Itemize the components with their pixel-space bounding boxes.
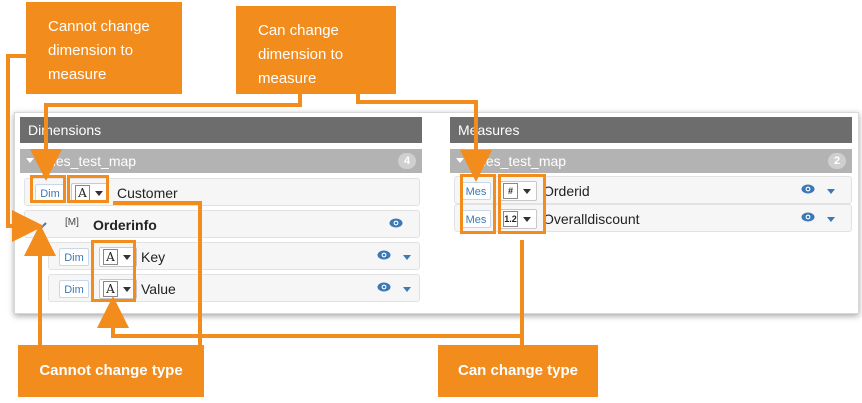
highlight-type-customer [67, 175, 109, 203]
dropdown-caret-icon [123, 287, 131, 292]
dim-badge[interactable]: Dim [59, 248, 89, 266]
eye-icon[interactable] [389, 218, 403, 228]
eye-icon[interactable] [377, 250, 391, 260]
callout-cannot-change-dimension: Cannot change dimension to measure [26, 2, 182, 94]
field-label: Overalldiscount [543, 211, 640, 227]
row-menu-caret-icon[interactable] [403, 287, 411, 292]
callout-line: measure [258, 70, 317, 87]
map-type-icon: [M] [65, 217, 79, 228]
row-menu-caret-icon[interactable] [403, 255, 411, 260]
eye-icon[interactable] [801, 212, 815, 222]
field-label: Key [141, 249, 166, 265]
dropdown-caret-icon [523, 189, 531, 194]
decimal-type-icon: 1.2 [503, 211, 518, 227]
field-label: Orderinfo [93, 217, 157, 233]
dropdown-caret-icon [523, 217, 531, 222]
field-label: Orderid [543, 183, 590, 199]
measure-row-orderid[interactable]: Mes # Orderid [454, 176, 852, 204]
measures-group-row[interactable]: sales_test_map 2 [450, 149, 852, 173]
row-menu-caret-icon[interactable] [827, 217, 835, 222]
dimensions-group-row[interactable]: sales_test_map 4 [20, 149, 422, 173]
measure-row-overalldiscount[interactable]: Mes 1.2 Overalldiscount [454, 204, 852, 232]
row-menu-caret-icon[interactable] [827, 189, 835, 194]
number-type-icon: # [503, 183, 518, 199]
callout-can-change-dimension: Can change dimension to measure [236, 6, 396, 94]
dimensions-header: Dimensions [20, 117, 422, 143]
highlight-type-measures [498, 174, 546, 234]
measures-group-count: 2 [828, 153, 846, 169]
dimensions-group-name: sales_test_map [38, 153, 137, 169]
type-select[interactable]: A [99, 279, 137, 299]
dimensions-panel: Dimensions sales_test_map 4 Dim A Custom… [20, 117, 422, 303]
dim-badge[interactable]: Dim [59, 280, 89, 298]
callout-line: Can change [258, 22, 339, 39]
dropdown-caret-icon [123, 255, 131, 260]
callout-line: measure [48, 66, 107, 83]
text-type-icon: A [103, 249, 118, 265]
eye-icon[interactable] [801, 184, 815, 194]
callout-line: dimension to [258, 46, 344, 63]
dimension-row-orderinfo[interactable]: [M] Orderinfo [24, 210, 420, 238]
field-label: Customer [117, 185, 178, 201]
dimension-row-key[interactable]: Dim A Key [48, 242, 420, 270]
type-select[interactable]: A [99, 247, 137, 267]
measures-header: Measures [450, 117, 852, 143]
callout-can-change-type: Can change type [438, 345, 598, 397]
dim-badge[interactable]: Dim [35, 184, 65, 202]
callout-cannot-change-type: Cannot change type [18, 345, 204, 397]
callout-line: dimension to [48, 42, 134, 59]
dimension-row-customer[interactable]: Dim A Customer [24, 178, 420, 206]
measures-group-name: sales_test_map [468, 153, 567, 169]
dimensions-group-count: 4 [398, 153, 416, 169]
field-panel: Dimensions sales_test_map 4 Dim A Custom… [14, 112, 859, 314]
field-label: Value [141, 281, 176, 297]
measures-panel: Measures sales_test_map 2 Mes # Orderid … [450, 117, 852, 303]
eye-icon[interactable] [377, 282, 391, 292]
dropdown-caret-icon [95, 191, 103, 196]
callout-line: Cannot change [48, 18, 150, 35]
type-select[interactable]: # [499, 181, 537, 201]
